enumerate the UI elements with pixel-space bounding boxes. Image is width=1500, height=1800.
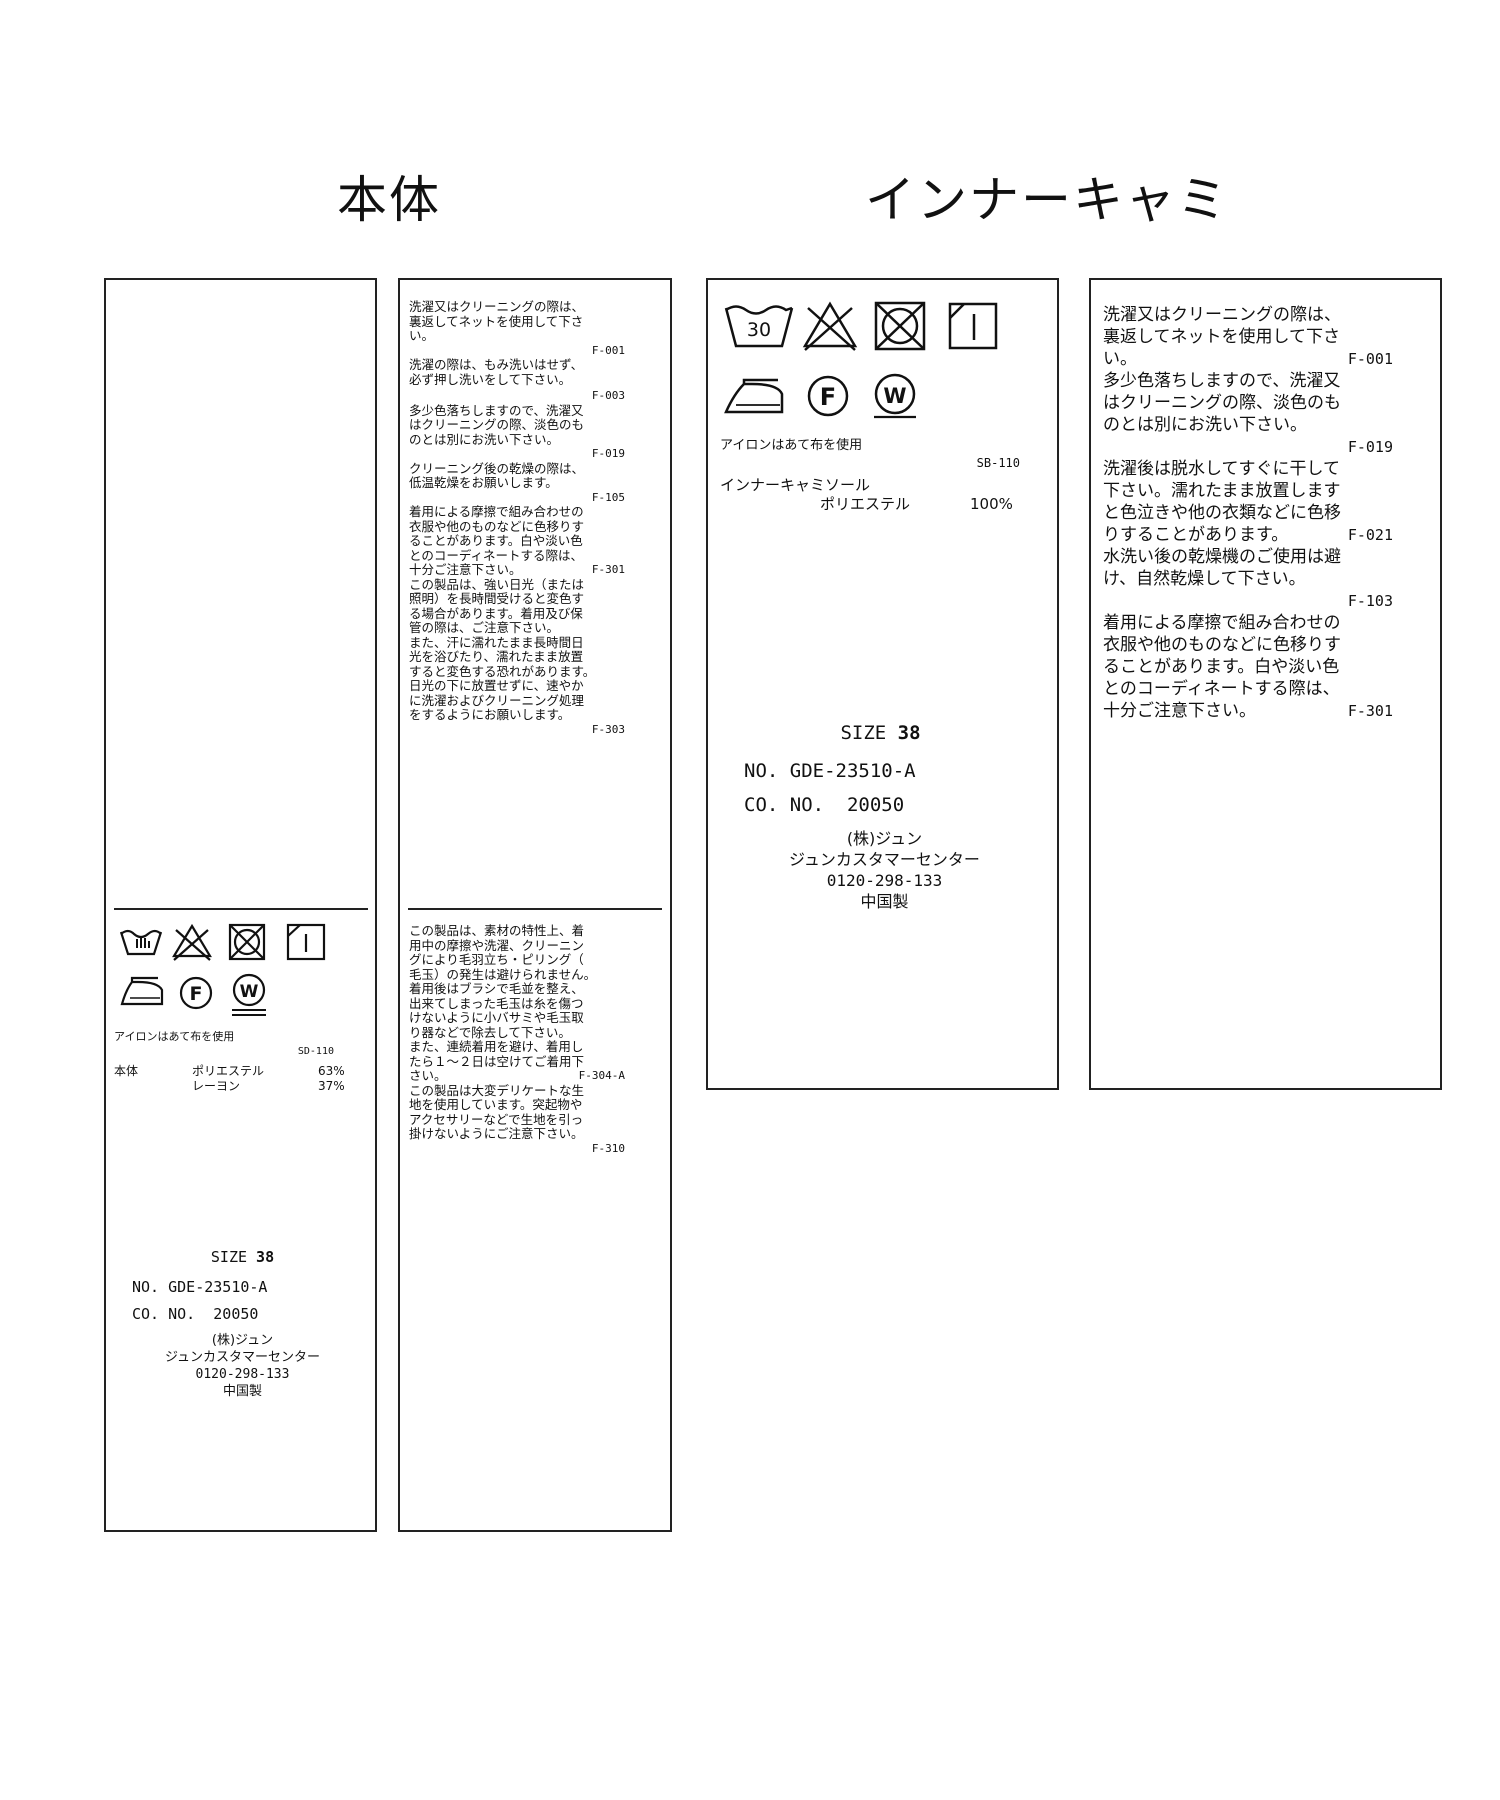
composition: インナーキャミソール ポリエステル 100% <box>720 476 1050 514</box>
note-code: F-303 <box>591 722 625 736</box>
care-symbols: 30 <box>724 300 1054 420</box>
no-tumble-dry-icon <box>228 923 266 961</box>
care-notes: 洗濯又はクリーニングの際は、 裏返してネットを使用して下さ い。 F-001 多… <box>1103 304 1393 722</box>
svg-text:30: 30 <box>747 319 771 341</box>
composition-part: 本体 <box>114 1064 139 1078</box>
composition: 本体 ポリエステル 63% レーヨン 37% <box>114 1064 354 1094</box>
co-number: CO. NO. 20050 <box>744 794 905 816</box>
country-of-origin: 中国製 <box>860 892 909 911</box>
no-bleach-icon <box>802 301 858 351</box>
iron-note: アイロンはあて布を使用 <box>720 438 863 453</box>
product-number: NO. GDE-23510-A <box>744 760 916 782</box>
body-label-main: F W アイロンはあて布を使用 SD-110 本体 ポリエステル 63% レーヨ… <box>104 278 377 1532</box>
iron-low-icon <box>724 378 784 414</box>
care-note: 着用による摩擦で組み合わせの 衣服や他のものなどに色移りす ることがあります。白… <box>1103 613 1393 721</box>
material-name: レーヨン <box>192 1079 241 1093</box>
company-block: (株)ジュン ジュンカスタマーセンター 0120-298-133 中国製 <box>106 1332 379 1400</box>
size-block: SIZE 38 <box>106 1248 379 1266</box>
care-notes-bottom: この製品は、素材の特性上、着 用中の摩擦や洗濯、クリーニン グにより毛羽立ち・ピ… <box>409 923 625 1156</box>
composition-part: インナーキャミソール <box>720 476 871 494</box>
company-name: (株)ジュン <box>846 829 923 848</box>
no-tumble-dry-icon <box>874 301 926 351</box>
note-code: F-001 <box>591 343 625 357</box>
care-note: クリーニング後の乾燥の際は、 低温乾燥をお願いします。 F-105 <box>409 460 625 504</box>
iron-code: SB-110 <box>976 456 1020 470</box>
label-divider <box>114 908 368 910</box>
iron-note: アイロンはあて布を使用 <box>114 1030 235 1043</box>
co-number: CO. NO. 20050 <box>132 1305 259 1323</box>
heading-inner-camisole: インナーキャミ <box>865 171 1229 229</box>
svg-text:F: F <box>820 383 836 411</box>
material-percent: 37% <box>318 1079 345 1093</box>
size-block: SIZE 38 <box>708 722 1061 744</box>
material-percent: 100% <box>970 495 1013 513</box>
wet-clean-w-icon: W <box>874 373 916 419</box>
care-note: この製品は、強い日光（または 照明）を長時間受けると変色す る場合があります。着… <box>409 576 625 736</box>
wet-clean-w-icon: W <box>232 973 266 1016</box>
care-note: 洗濯後は脱水してすぐに干して 下さい。濡れたまま放置します と色泣きや他の衣類な… <box>1103 459 1393 545</box>
care-note: 洗濯の際は、もみ洗いはせず、 必ず押し洗いをして下さい。 F-003 <box>409 357 625 402</box>
size-value: 38 <box>897 722 921 744</box>
body-label-care-notes: 洗濯又はクリーニングの際は、 裏返してネットを使用して下さ い。 F-001 洗… <box>398 278 672 1532</box>
material-percent: 63% <box>318 1064 345 1078</box>
phone-number: 0120-298-133 <box>826 871 943 890</box>
iron-code: SD-110 <box>297 1046 334 1057</box>
care-note: この製品は、素材の特性上、着 用中の摩擦や洗濯、クリーニン グにより毛羽立ち・ピ… <box>409 923 625 1083</box>
material-name: ポリエステル <box>820 495 911 513</box>
care-note: 着用による摩擦で組み合わせの 衣服や他のものなどに色移りす ることがあります。白… <box>409 504 625 577</box>
customer-center: ジュンカスタマーセンター <box>164 1350 321 1365</box>
company-name: (株)ジュン <box>211 1333 274 1348</box>
note-code: F-019 <box>1347 438 1393 456</box>
note-code: F-310 <box>591 1141 625 1155</box>
note-code: F-003 <box>591 389 625 402</box>
svg-text:W: W <box>240 982 259 1002</box>
material-name: ポリエステル <box>192 1064 265 1078</box>
note-code: F-301 <box>591 563 625 576</box>
hand-wash-icon <box>119 929 163 956</box>
note-code: F-304-A <box>578 1069 625 1082</box>
note-code: F-103 <box>1347 592 1393 610</box>
customer-center: ジュンカスタマーセンター <box>789 850 980 869</box>
care-note: 多少色落ちしますので、洗濯又 はクリーニングの際、淡色のも のとは別にお洗い下さ… <box>1103 371 1393 456</box>
phone-number: 0120-298-133 <box>195 1367 290 1382</box>
note-code: F-001 <box>1347 350 1393 368</box>
note-code: F-019 <box>591 447 625 460</box>
care-symbols: F W <box>118 922 368 1022</box>
care-notes-top: 洗濯又はクリーニングの際は、 裏返してネットを使用して下さ い。 F-001 洗… <box>409 299 625 737</box>
size-label: SIZE <box>840 722 887 744</box>
country-of-origin: 中国製 <box>222 1384 262 1399</box>
no-bleach-icon <box>172 923 212 961</box>
care-note: 多少色落ちしますので、洗濯又 はクリーニングの際、淡色のも のとは別にお洗い下さ… <box>409 402 625 460</box>
size-label: SIZE <box>210 1248 248 1266</box>
note-code: F-301 <box>1347 702 1393 720</box>
care-note: 水洗い後の乾燥機のご使用は避 け、自然乾燥して下さい。 F-103 <box>1103 547 1393 610</box>
note-code: F-021 <box>1347 526 1393 544</box>
care-note: 洗濯又はクリーニングの際は、 裏返してネットを使用して下さ い。 F-001 <box>409 299 625 357</box>
line-dry-icon <box>948 302 998 350</box>
size-value: 38 <box>256 1248 275 1266</box>
svg-text:F: F <box>190 983 203 1005</box>
svg-text:W: W <box>883 384 906 408</box>
iron-low-icon <box>120 976 164 1006</box>
company-block: (株)ジュン ジュンカスタマーセンター 0120-298-133 中国製 <box>708 828 1061 912</box>
inner-label-main: 30 <box>706 278 1059 1090</box>
care-note: 洗濯又はクリーニングの際は、 裏返してネットを使用して下さ い。 F-001 <box>1103 305 1393 369</box>
label-divider <box>408 908 662 910</box>
care-note: この製品は大変デリケートな生 地を使用しています。突起物や アクセサリーなどで生… <box>409 1082 625 1155</box>
dry-clean-f-icon: F <box>807 375 849 417</box>
inner-label-care-notes: 洗濯又はクリーニングの際は、 裏返してネットを使用して下さ い。 F-001 多… <box>1089 278 1442 1090</box>
product-number: NO. GDE-23510-A <box>132 1278 268 1296</box>
note-code: F-105 <box>591 490 625 504</box>
heading-body: 本体 <box>337 171 441 229</box>
dry-clean-f-icon: F <box>179 976 213 1010</box>
line-dry-icon <box>286 923 326 961</box>
wash-30-icon: 30 <box>724 305 794 348</box>
